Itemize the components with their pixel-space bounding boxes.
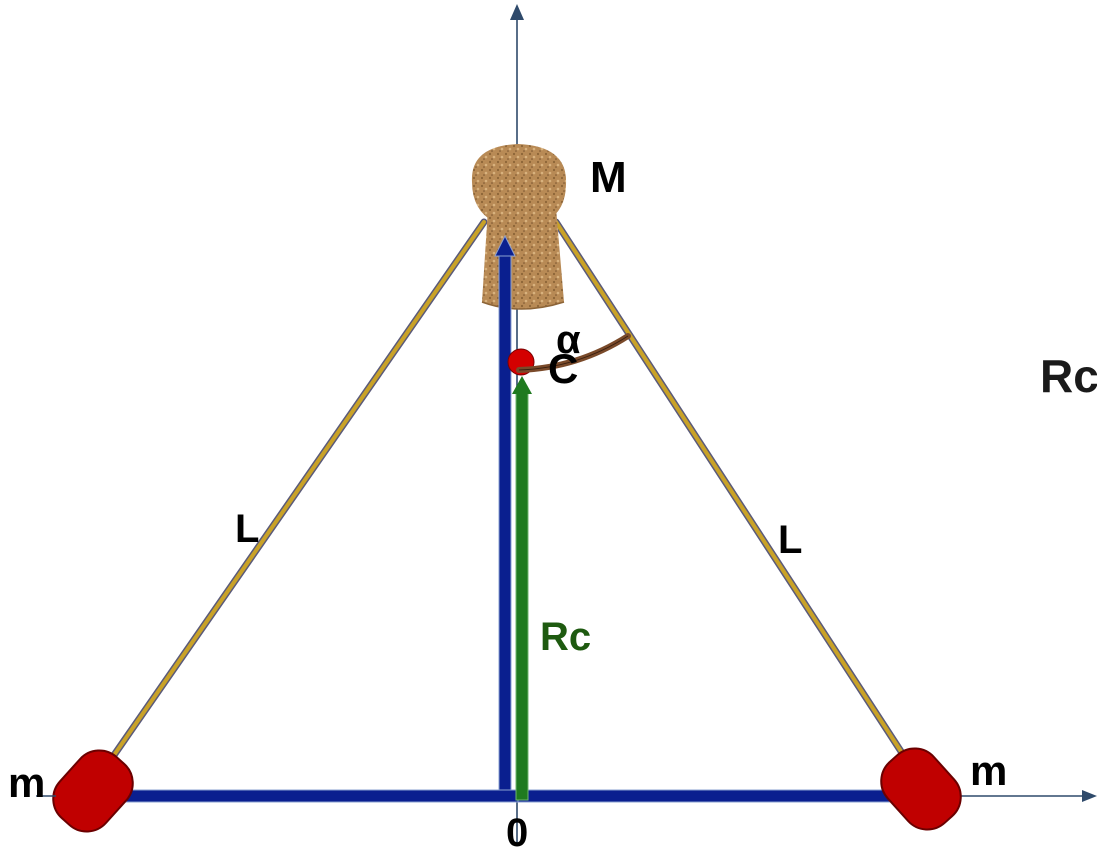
label-left-rod: L — [235, 507, 259, 551]
label-center-of-mass: C — [548, 345, 578, 392]
label-rc-cutoff: Rc — [1040, 350, 1097, 402]
vertical-axis-arrowhead — [510, 4, 524, 20]
right-mass-icon — [880, 747, 962, 831]
blue-vector-up — [494, 234, 516, 801]
label-right-rod: L — [778, 518, 802, 562]
cork-mass-icon — [471, 144, 567, 310]
label-origin: 0 — [506, 811, 528, 855]
label-right-mass: m — [970, 747, 1007, 794]
label-top-mass: M — [590, 153, 627, 202]
label-rc-vector: Rc — [540, 615, 591, 659]
label-angle-alpha: α — [556, 318, 581, 362]
green-vector-rc — [512, 376, 532, 801]
label-left-mass: m — [8, 759, 45, 806]
left-mass-icon — [52, 749, 134, 833]
horizontal-axis-arrowhead — [1082, 790, 1097, 802]
blue-vector-left — [82, 783, 519, 809]
blue-vector-right — [517, 783, 945, 809]
